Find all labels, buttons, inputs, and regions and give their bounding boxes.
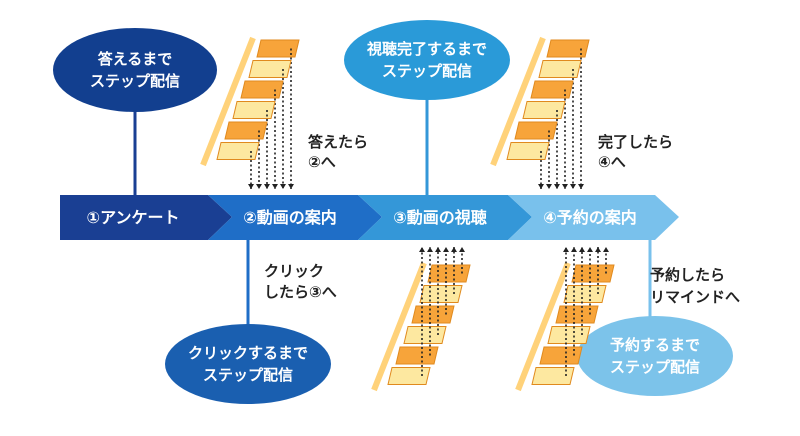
arrow-head	[595, 247, 601, 252]
email-card	[224, 121, 268, 140]
arrow-head	[435, 247, 441, 252]
oval-watch: 視聴完了するまで ステップ配信	[344, 20, 510, 100]
arrow-head	[443, 247, 449, 252]
email-card	[530, 80, 574, 99]
email-card	[538, 60, 582, 78]
flow-step-4-label: ④予約の案内	[543, 208, 637, 227]
oval-reserve: 予約するまで ステップ配信	[577, 316, 733, 396]
arrow-head	[419, 247, 425, 252]
email-card	[419, 285, 463, 303]
email-card	[563, 285, 607, 303]
oval-click-line2: ステップ配信	[203, 366, 293, 384]
arrow-head	[570, 184, 576, 189]
flow-step-2-label: ②動画の案内	[243, 208, 337, 227]
condition-answered: 答えたら ②へ	[308, 133, 368, 171]
email-stack-reserve	[515, 247, 615, 392]
email-card	[539, 346, 583, 365]
email-card	[531, 367, 575, 385]
flow-step-3-label: ③動画の視聴	[393, 208, 487, 227]
condition-clicked-line2: したら③へ	[264, 283, 337, 301]
arrow-head	[578, 184, 584, 189]
email-card	[522, 101, 566, 119]
arrow-head	[603, 247, 609, 252]
email-card	[546, 39, 590, 58]
oval-answer-line2: ステップ配信	[90, 72, 180, 90]
stack-strip	[200, 36, 256, 167]
arrow-head	[264, 184, 270, 189]
flow-step-1: ①アンケート	[60, 195, 232, 240]
condition-clicked: クリック したら③へ	[264, 262, 337, 301]
arrow-head	[587, 247, 593, 252]
email-card	[555, 305, 599, 324]
email-card	[427, 264, 471, 283]
arrow-head	[256, 184, 262, 189]
flow-step-1-label: ①アンケート	[87, 208, 180, 227]
email-card	[216, 142, 260, 160]
arrow-head	[459, 247, 465, 252]
arrow-head	[571, 247, 577, 252]
email-card	[514, 121, 558, 140]
email-card	[387, 367, 431, 385]
arrow-head	[554, 184, 560, 189]
arrow-head	[280, 184, 286, 189]
stack-strip	[371, 261, 427, 392]
arrow-head	[248, 184, 254, 189]
condition-completed-line2: ④へ	[598, 153, 626, 171]
email-stack-watch	[490, 36, 590, 189]
email-card	[240, 80, 284, 99]
arrow-head	[579, 247, 585, 252]
arrow-head	[272, 184, 278, 189]
stack-strip	[515, 261, 571, 392]
email-card	[232, 101, 276, 119]
flow-step-3: ③動画の視聴	[358, 195, 532, 240]
email-card	[411, 305, 455, 324]
oval-click: クリックするまで ステップ配信	[165, 324, 331, 404]
arrow-head	[562, 184, 568, 189]
condition-reserved: 予約したら リマインドへ	[650, 266, 740, 306]
condition-completed: 完了したら ④へ	[598, 133, 673, 171]
flow-step-4: ④予約の案内	[508, 195, 679, 240]
email-card	[403, 326, 447, 344]
arrow-head	[288, 184, 294, 189]
arrow-head	[538, 184, 544, 189]
email-card	[256, 39, 300, 58]
email-card	[547, 326, 591, 344]
oval-answer-line1: 答えるまで	[98, 50, 173, 68]
oval-watch-line1: 視聴完了するまで	[366, 40, 487, 58]
arrow-head	[427, 247, 433, 252]
email-stack-answer	[200, 36, 300, 189]
email-card	[395, 346, 439, 365]
flow-step-2: ②動画の案内	[208, 195, 382, 240]
condition-completed-line1: 完了したら	[598, 133, 673, 151]
condition-reserved-line1: 予約したら	[650, 266, 725, 284]
arrow-head	[563, 247, 569, 252]
oval-reserve-line2: ステップ配信	[610, 358, 700, 376]
oval-answer: 答えるまで ステップ配信	[53, 28, 217, 112]
condition-answered-line1: 答えたら	[308, 133, 368, 151]
oval-watch-line2: ステップ配信	[382, 62, 472, 80]
oval-reserve-line1: 予約するまで	[610, 336, 700, 354]
email-card	[571, 264, 615, 283]
email-card	[506, 142, 550, 160]
oval-click-line1: クリックするまで	[188, 344, 308, 362]
arrow-head	[546, 184, 552, 189]
stack-strip	[490, 36, 546, 167]
condition-answered-line2: ②へ	[308, 153, 336, 171]
email-stack-click	[371, 247, 471, 392]
condition-clicked-line1: クリック	[264, 262, 324, 280]
arrow-head	[451, 247, 457, 252]
email-card	[248, 60, 292, 78]
flow-arrows: ①アンケート ②動画の案内 ③動画の視聴 ④予約の案内	[60, 195, 679, 240]
condition-reserved-line2: リマインドへ	[650, 288, 740, 306]
